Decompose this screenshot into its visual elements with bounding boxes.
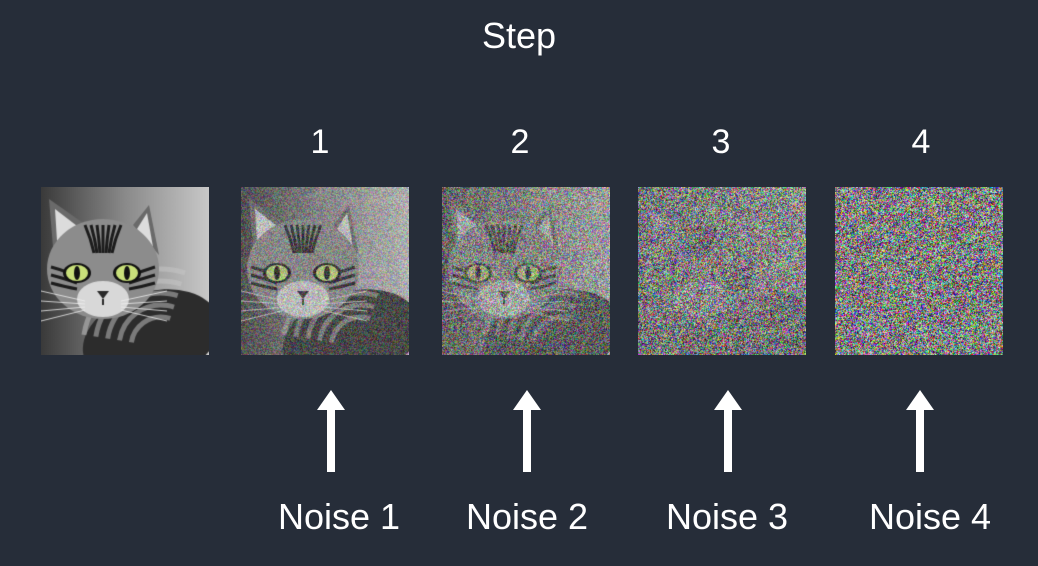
cat-image-canvas	[41, 187, 209, 355]
noise-image-canvas	[638, 187, 806, 355]
arrow-up-icon	[906, 390, 934, 472]
noisy-image-step-2	[442, 187, 610, 355]
noise-image-canvas	[241, 187, 409, 355]
noise-label-4: Noise 4	[868, 496, 992, 537]
noisy-image-step-4	[835, 187, 1003, 355]
noise-label-1: Noise 1	[277, 496, 401, 537]
original-cat-image	[41, 187, 209, 355]
step-number-4: 4	[911, 123, 931, 161]
step-number-3: 3	[711, 123, 731, 161]
noisy-image-step-3	[638, 187, 806, 355]
arrow-up-icon	[714, 390, 742, 472]
noise-image-canvas	[442, 187, 610, 355]
arrow-up-icon	[513, 390, 541, 472]
noisy-image-step-1	[241, 187, 409, 355]
arrow-up-icon	[317, 390, 345, 472]
diagram-title: Step	[481, 15, 557, 56]
step-number-2: 2	[510, 123, 530, 161]
noise-image-canvas	[835, 187, 1003, 355]
step-number-1: 1	[310, 123, 330, 161]
noise-label-2: Noise 2	[465, 496, 589, 537]
noise-label-3: Noise 3	[665, 496, 789, 537]
